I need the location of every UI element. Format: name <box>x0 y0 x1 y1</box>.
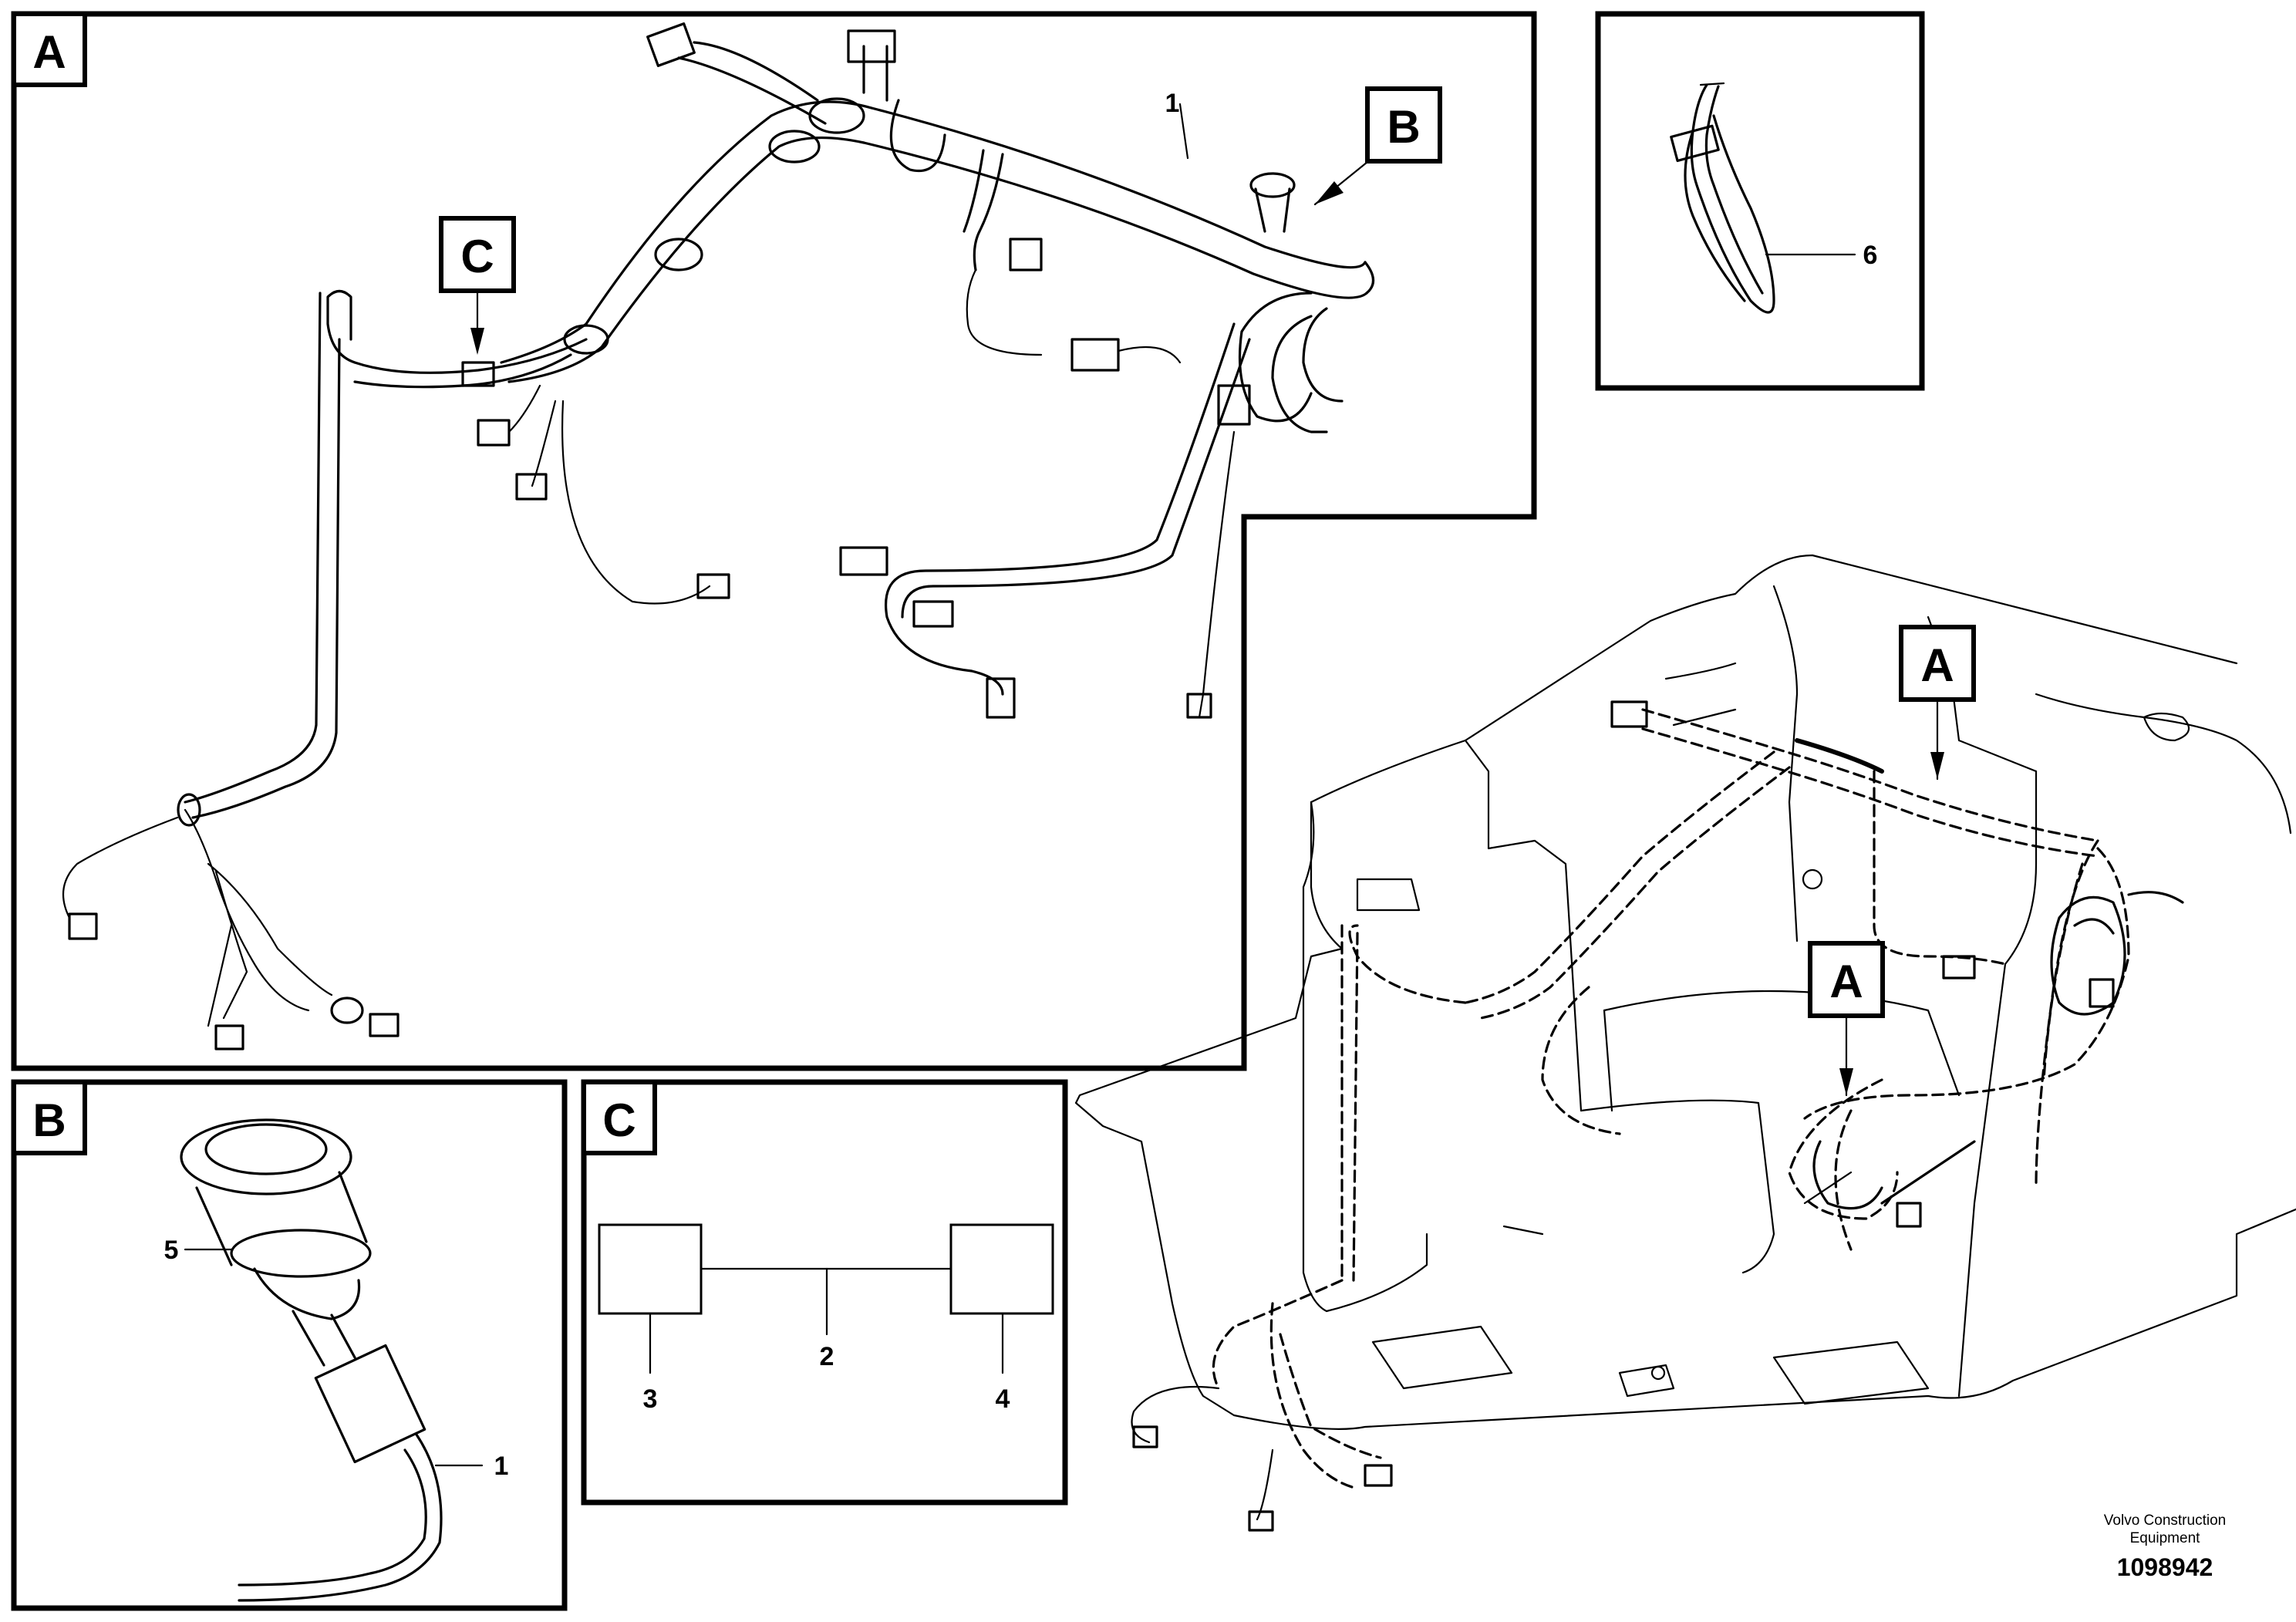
panel-c: C 2 3 4 <box>581 1079 1068 1506</box>
cable-tie-drawing <box>1670 82 1775 314</box>
panel-c-tag-box <box>582 1080 657 1155</box>
label-5: 5 <box>164 1236 179 1265</box>
socket-drawing <box>180 1118 443 1602</box>
panel-b-frame <box>11 1079 568 1611</box>
panel-c-frame <box>581 1079 1068 1506</box>
panel-a-tag: A <box>32 26 66 78</box>
panel-a-tag-box <box>12 12 87 87</box>
credit-line-1: Volvo Construction <box>2104 1512 2226 1529</box>
document-number: 1098942 <box>2117 1553 2213 1581</box>
panel-b-tag: B <box>32 1094 66 1146</box>
label-2: 2 <box>820 1342 834 1371</box>
component-3-box <box>598 1223 703 1315</box>
cab-harness-dashed <box>1212 708 2130 1490</box>
a-callout-box-lower <box>1808 941 1885 1018</box>
label-1: 1 <box>1165 89 1180 118</box>
a-callout-label-lower: A <box>1829 956 1863 1007</box>
component-4-box <box>949 1223 1054 1315</box>
credit-block: Volvo Construction Equipment 1098942 <box>2104 1512 2226 1581</box>
label-6: 6 <box>1863 241 1878 270</box>
cab-outline <box>1074 554 2296 1430</box>
panel-a-frame <box>11 11 1537 1071</box>
panel-cable-tie-frame <box>1595 11 1925 391</box>
a-callout-arrowhead-lower <box>1839 1068 1853 1095</box>
c-callout-box <box>439 216 516 293</box>
panel-cable-tie: 6 <box>1595 11 1925 391</box>
panel-c-tag: C <box>602 1094 636 1146</box>
label-4: 4 <box>996 1384 1010 1414</box>
label-3: 3 <box>643 1384 658 1414</box>
a-callout-arrowhead-upper <box>1930 752 1944 779</box>
b-callout-box <box>1365 86 1442 164</box>
a-callout-label-upper: A <box>1920 639 1954 691</box>
c-callout-arrowhead <box>470 328 484 355</box>
leader-1 <box>1178 103 1189 160</box>
b-callout-label: B <box>1387 101 1420 153</box>
label-1-b: 1 <box>494 1452 509 1481</box>
panel-b: B 5 1 <box>11 1079 568 1611</box>
credit-line-2: Equipment <box>2130 1530 2201 1546</box>
panel-a: A <box>11 11 1537 1071</box>
harness-drawing-a <box>62 22 1375 1050</box>
c-callout-label: C <box>460 231 494 282</box>
cab-harness-solid <box>1131 700 2184 1532</box>
cab-assembly-view: A A <box>1074 554 2296 1532</box>
a-callout-box-upper <box>1899 625 1976 702</box>
panel-b-tag-box <box>12 1080 87 1155</box>
b-callout-arrowhead <box>1315 181 1344 204</box>
